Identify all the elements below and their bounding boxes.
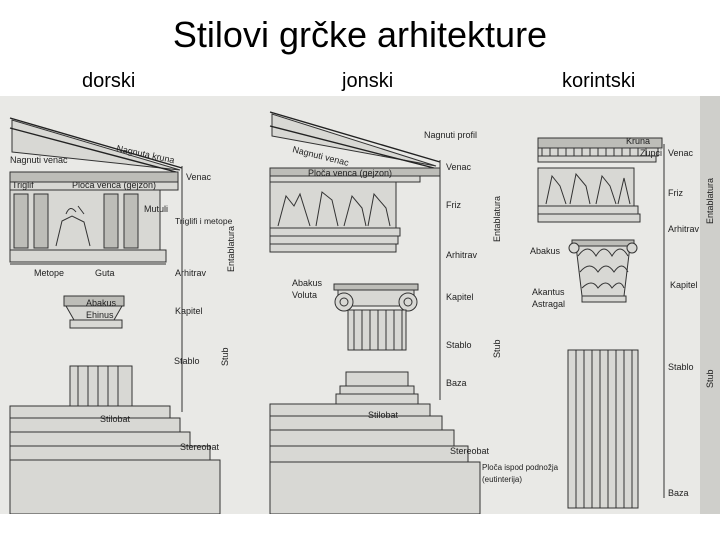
ionic-frieze-relief	[277, 191, 391, 227]
doric-ploca-venca: Ploča venca (gejzon)	[72, 180, 156, 190]
doric-triglyph	[33, 193, 49, 249]
corinthian-zupci: Zupci	[640, 148, 662, 158]
ionic-shaft-top	[347, 309, 407, 351]
corinthian-capital	[575, 245, 631, 297]
corinthian-venac: Venac	[668, 148, 694, 158]
doric-guta: Guta	[95, 268, 115, 278]
corinthian-arhitrav: Arhitrav	[668, 224, 700, 234]
corinthian-abakus: Abakus	[530, 246, 561, 256]
doric-architrave	[9, 249, 167, 263]
doric-shaft	[69, 365, 133, 407]
ionic-stereobate	[269, 429, 455, 447]
ionic-stylobate	[269, 403, 431, 417]
doric-stablo: Stablo	[174, 356, 200, 366]
ionic-architrave	[269, 227, 401, 237]
corinthian-order-drawing	[537, 96, 720, 514]
doric-triglyph	[103, 193, 119, 249]
corinthian-friz: Friz	[668, 188, 683, 198]
page-title: Stilovi grčke arhitekture	[172, 14, 548, 55]
ionic-ploca-venca: Ploča venca (gejzon)	[308, 168, 392, 178]
doric-raking-cornice-2	[9, 127, 177, 173]
corinthian-stablo: Stablo	[668, 362, 694, 372]
doric-stylobate	[9, 405, 171, 419]
ionic-shaft-bottom	[345, 371, 409, 387]
corinthian-kruna: Kruna	[626, 136, 650, 146]
corinthian-astragal: Astragal	[532, 299, 565, 309]
doric-label: dorski	[82, 70, 136, 92]
doric-mutuli: Mutuli	[144, 204, 168, 214]
doric-kapitel: Kapitel	[175, 306, 203, 316]
doric-ehinus: Ehinus	[86, 310, 114, 320]
corinthian-shaft	[567, 349, 639, 509]
doric-stilobat: Stilobat	[100, 414, 131, 424]
corinthian-akantus: Akantus	[532, 287, 565, 297]
ionic-kapitel: Kapitel	[446, 292, 474, 302]
ionic-nagnuti-profil: Nagnuti profil	[424, 130, 477, 140]
doric-order-drawing	[9, 117, 221, 514]
ionic-eutinterija: (eutinterija)	[482, 475, 522, 484]
doric-abakus: Abakus	[86, 298, 117, 308]
doric-entablatura: Entablatura	[226, 226, 236, 272]
ionic-baza: Baza	[446, 378, 467, 388]
ionic-ploca-ispod: Ploča ispod podnožja	[482, 463, 559, 472]
corinthian-kapitel: Kapitel	[670, 280, 698, 290]
ionic-abacus	[333, 283, 419, 291]
corinthian-frieze-relief	[545, 172, 631, 205]
doric-venac: Venac	[186, 172, 212, 182]
corinthian-astragal	[581, 295, 627, 303]
ionic-abakus: Abakus	[292, 278, 323, 288]
doric-triglif: Triglif	[12, 180, 34, 190]
corinthian-baza: Baza	[668, 488, 689, 498]
doric-pediment	[11, 119, 181, 171]
ionic-order-drawing	[269, 111, 481, 514]
ionic-entablatura: Entablatura	[492, 196, 502, 242]
doric-metope-relief	[55, 205, 91, 247]
corinthian-stub: Stub	[705, 369, 715, 388]
ionic-base	[339, 385, 415, 395]
architecture-orders-illustration: Nagnuti venac Nagnuta kruna Triglif Ploč…	[0, 96, 720, 514]
doric-raking-cornice	[9, 117, 183, 169]
corinthian-architrave	[537, 205, 639, 215]
ionic-friz: Friz	[446, 200, 461, 210]
ionic-stereobat: Stereobat	[450, 446, 490, 456]
doric-triglifi-i-metope: Triglifi i metope	[175, 216, 233, 226]
corinthian-abacus	[571, 239, 635, 247]
ionic-stilobat: Stilobat	[368, 410, 399, 420]
doric-stub: Stub	[220, 347, 230, 366]
ionic-stub: Stub	[492, 339, 502, 358]
corinthian-acanthus-leaves	[577, 248, 629, 289]
book-edge	[700, 96, 720, 514]
doric-arhitrav: Arhitrav	[175, 268, 207, 278]
ionic-voluta: Voluta	[292, 290, 317, 300]
ionic-raking-cornice	[269, 111, 441, 163]
orders-drawing: Nagnuti venac Nagnuta kruna Triglif Ploč…	[9, 96, 720, 514]
doric-metope: Metope	[34, 268, 64, 278]
ionic-arhitrav: Arhitrav	[446, 250, 478, 260]
ionic-pediment	[271, 113, 437, 167]
doric-stereobat: Stereobat	[180, 442, 220, 452]
doric-triglyph	[13, 193, 29, 249]
corinthian-label: korintski	[562, 70, 636, 92]
ionic-volute-left	[334, 292, 354, 312]
doric-nagnuti-venac: Nagnuti venac	[10, 155, 68, 165]
ionic-stablo: Stablo	[446, 340, 472, 350]
corinthian-entablatura: Entablatura	[705, 178, 715, 224]
doric-triglyph	[123, 193, 139, 249]
ionic-volute-right	[398, 292, 418, 312]
ionic-venac: Venac	[446, 162, 472, 172]
ionic-label: jonski	[342, 70, 394, 92]
